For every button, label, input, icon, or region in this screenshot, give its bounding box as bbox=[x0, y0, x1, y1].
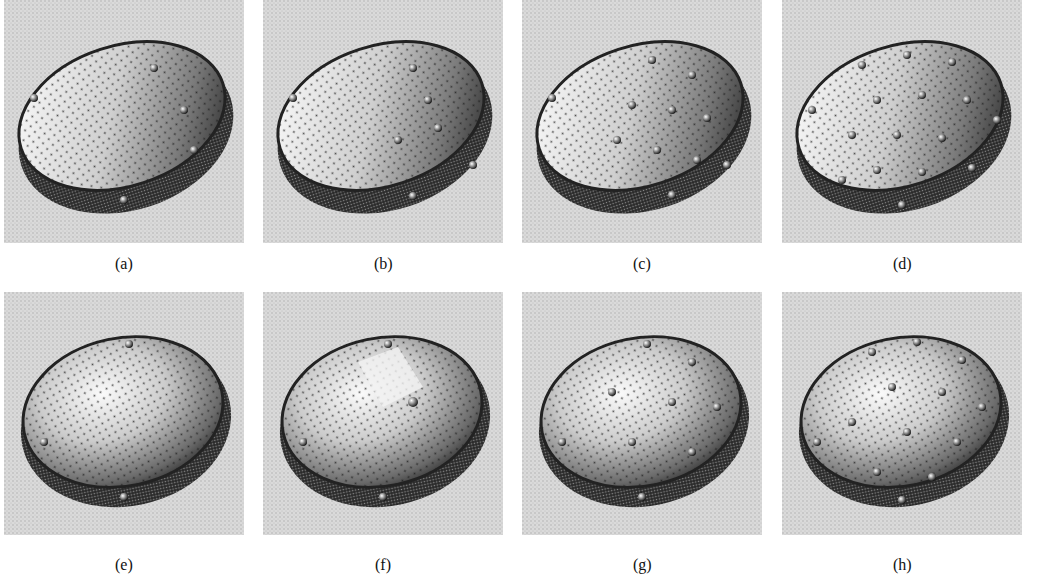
panel-label: (a) bbox=[115, 254, 133, 273]
panel-label: (d) bbox=[893, 254, 912, 273]
panel-d bbox=[775, 0, 1032, 243]
panel-label: (h) bbox=[893, 555, 912, 574]
panel-label: (g) bbox=[633, 555, 652, 574]
panel-h bbox=[782, 292, 1025, 535]
panel-g bbox=[522, 292, 765, 535]
panel-c bbox=[515, 0, 772, 243]
panel-label: (e) bbox=[115, 555, 133, 574]
panel-e bbox=[4, 292, 247, 535]
panel-label: (c) bbox=[633, 254, 651, 273]
panel-a bbox=[0, 0, 255, 243]
panel-label: (b) bbox=[374, 254, 393, 273]
panel-b bbox=[256, 0, 513, 243]
panel-f bbox=[263, 292, 506, 535]
panel-label: (f) bbox=[375, 555, 391, 574]
